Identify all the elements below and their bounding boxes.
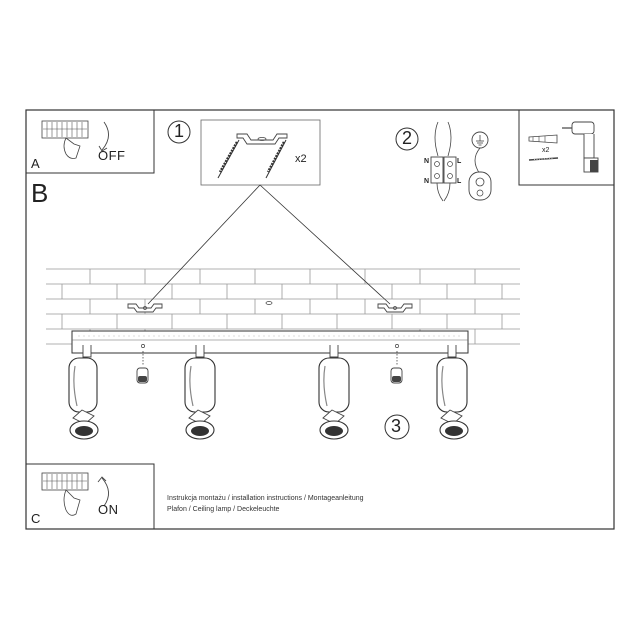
panel-a-letter: A xyxy=(31,156,40,171)
caption-line-2: Plafon / Ceiling lamp / Deckeleuchte xyxy=(167,506,280,513)
drill-panel xyxy=(518,109,615,186)
panel-c-box xyxy=(25,463,155,530)
step-1-circle xyxy=(167,120,191,144)
spotlight-4 xyxy=(436,345,469,440)
step-3-circle xyxy=(384,414,410,440)
fuse-box-on-icon xyxy=(41,472,109,516)
spotlight-3 xyxy=(318,345,350,440)
step-2-circle xyxy=(395,127,419,151)
screw-cap-icon xyxy=(136,351,149,384)
wire-l-label: L xyxy=(457,158,462,165)
wire-n-label: N xyxy=(424,158,430,165)
screw-icon xyxy=(265,139,287,179)
wall-plug-icon xyxy=(528,134,559,161)
terminal-block-icon xyxy=(430,121,457,202)
guide-line xyxy=(259,184,391,305)
panel-a-off-label: OFF xyxy=(98,148,126,163)
step-3-label: 3 xyxy=(391,416,402,436)
outer-frame xyxy=(25,109,615,530)
drill-icon xyxy=(562,121,599,173)
screw-cap-icon xyxy=(390,351,403,384)
drill-quantity: x2 xyxy=(542,147,550,154)
wire-n2-label: N xyxy=(424,178,430,185)
cable-hole xyxy=(265,301,273,305)
panel-c-letter: C xyxy=(31,511,41,526)
spotlight-1 xyxy=(68,345,99,440)
fuse-box-off-icon xyxy=(41,120,109,159)
guide-line xyxy=(147,184,261,305)
spotlight-2 xyxy=(184,345,216,440)
mounting-bracket-icon xyxy=(236,133,288,145)
screw-icon xyxy=(217,139,240,179)
caption-line-1: Instrukcja montażu / installation instru… xyxy=(167,495,364,502)
panel-b-letter: B xyxy=(31,178,49,208)
bracket-quantity: x2 xyxy=(295,153,307,165)
wall-bracket-left xyxy=(127,303,163,313)
step-1-label: 1 xyxy=(174,121,185,141)
panel-c-on-label: ON xyxy=(98,502,119,517)
wall-bracket-right xyxy=(377,303,413,313)
panel-a-box xyxy=(25,109,155,174)
step-2-label: 2 xyxy=(402,128,413,148)
ceiling-bar xyxy=(71,330,469,354)
ground-terminal-icon xyxy=(468,131,492,201)
wire-l2-label: L xyxy=(457,178,462,185)
